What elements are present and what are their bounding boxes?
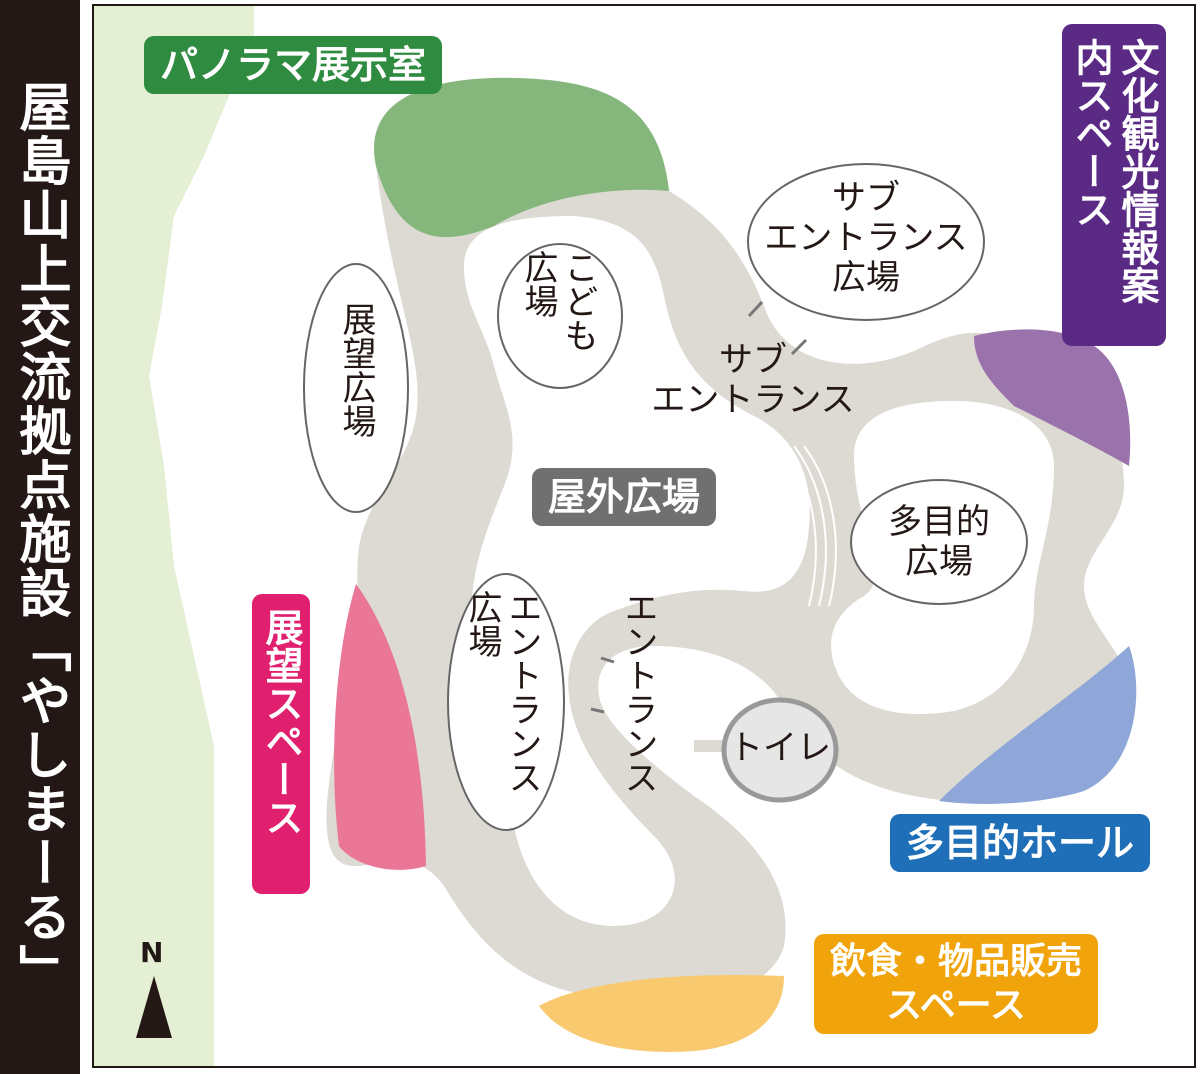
facility-title: 屋島山上交流拠点施設「やしまーる」 (10, 80, 70, 998)
sub-entrance-plaza-label: サブ エントランス 広場 (764, 178, 968, 298)
panorama-label: パノラマ展示室 (144, 36, 443, 94)
ground-strip (94, 6, 254, 1066)
culture-info-label: 文化観光情報案内スペース (1062, 24, 1166, 346)
stair-lines (783, 445, 837, 607)
viewing-space-label: 展望スペース (252, 594, 310, 894)
viewing-plaza-label: 展望広場 (336, 302, 376, 438)
hall-label: 多目的ホール (890, 814, 1151, 872)
info-zone (974, 329, 1131, 466)
food-shop-label: 飲食・物品販売スペース (814, 934, 1098, 1034)
panorama-zone (374, 77, 669, 238)
entrance-plaza-oval (447, 573, 565, 831)
multipurpose-plaza-oval (850, 479, 1028, 605)
outdoor-plaza-label: 屋外広場 (532, 468, 717, 526)
entrance-plaza-label: エントランス広場 (462, 590, 542, 794)
kids-plaza-label: こども広場 (518, 250, 598, 352)
toilet-label: トイレ (729, 728, 831, 768)
hall-zone (939, 646, 1137, 804)
multipurpose-plaza-label: 多目的 広場 (888, 502, 990, 582)
entrance-label: エントランス (618, 590, 658, 794)
kids-plaza-oval (497, 243, 623, 389)
sub-entrance-label: サブ エントランス (651, 340, 855, 420)
entrance-ticks (590, 300, 808, 714)
food-zone (539, 975, 784, 1052)
map-svg (94, 6, 1137, 1066)
north-label: N (140, 936, 164, 969)
title-bar: 屋島山上交流拠点施設「やしまーる」 (0, 0, 80, 1074)
sub-entrance-plaza-oval (747, 163, 985, 321)
north-arrow-icon (136, 976, 172, 1038)
toilet-oval (721, 697, 839, 803)
floor-map: パノラマ展示室 文化観光情報案内スペース 展望スペース 多目的ホール 飲食・物品… (92, 4, 1196, 1068)
viewing-plaza-oval (303, 263, 409, 513)
viewing-zone (334, 584, 426, 870)
